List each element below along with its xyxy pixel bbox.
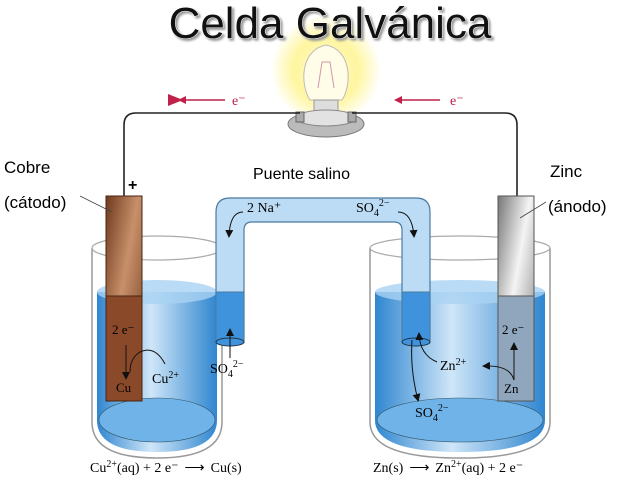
cathode-ion: Cu2+ (152, 370, 179, 387)
left-sulfate: SO42− (210, 359, 244, 380)
cathode-reaction: Cu2+(aq) + 2 e⁻⟶Cu(s) (90, 459, 242, 476)
electron-label-left: e⁻ (232, 94, 246, 109)
cathode-name: Cobre (4, 158, 50, 177)
anode-reaction: Zn(s)⟶Zn2+(aq) + 2 e⁻ (373, 459, 523, 476)
bridge-cation: 2 Na⁺ (247, 201, 281, 216)
bridge-anion: SO42− (356, 198, 390, 219)
right-sulfate: SO42− (415, 403, 449, 424)
anode-electrons: 2 e⁻ (502, 322, 524, 337)
wire-right (352, 112, 518, 196)
anode-name: Zinc (550, 162, 583, 181)
title: Celda Galvánica (169, 0, 492, 48)
cathode-electrons: 2 e⁻ (112, 322, 134, 337)
anode-role: (ánodo) (548, 197, 607, 216)
light-bulb-icon (287, 44, 365, 138)
positive-sign: + (128, 177, 137, 194)
electron-label-right: e⁻ (450, 94, 464, 109)
wire-left (123, 112, 300, 196)
cathode-metal: Cu (116, 380, 132, 395)
anode-metal: Zn (504, 381, 519, 396)
cathode-role: (cátodo) (4, 193, 66, 212)
anode-ion: Zn2+ (440, 357, 467, 374)
salt-bridge-label: Puente salino (253, 166, 350, 183)
